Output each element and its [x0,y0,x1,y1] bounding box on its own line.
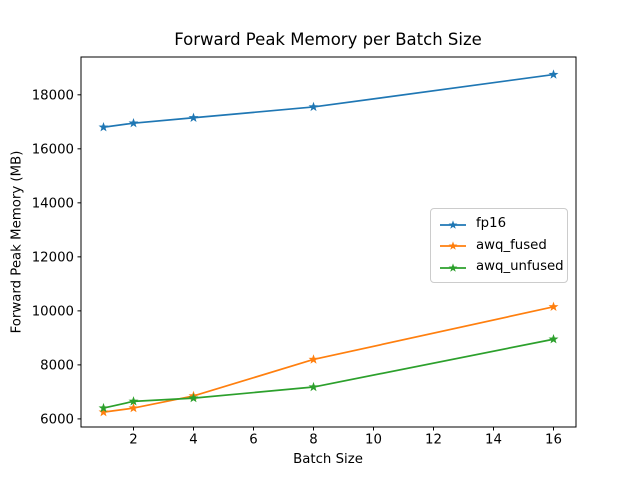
x-tick-label: 8 [309,433,317,448]
series-marker-awq_fused [128,402,139,413]
series-marker-awq_unfused [548,334,559,344]
legend-sample-fp16 [439,217,467,231]
series-marker-awq_unfused [98,402,109,413]
y-axis-label: Forward Peak Memory (MB) [9,150,25,334]
y-tick-label: 16000 [32,142,74,157]
legend-label-fp16: fp16 [476,216,507,232]
x-tick-label: 12 [425,433,442,448]
legend-line-icon [440,241,466,250]
y-tick-label: 6000 [40,412,74,427]
legend-line-icon [440,263,466,272]
legend-label-awq-unfused: awq_unfused [476,259,564,275]
x-tick-label: 4 [189,433,197,448]
y-tick-label: 14000 [32,196,74,211]
x-axis-label: Batch Size [293,452,363,467]
x-tick-label: 2 [129,433,137,448]
series-line-awq_fused [102,305,555,413]
series-marker-awq_unfused [188,392,199,403]
x-tick-label: 14 [485,433,502,448]
legend-line-icon [440,220,466,229]
series-marker-awq_unfused [128,396,139,406]
plot-frame [80,56,577,428]
series-marker-awq_fused [98,406,109,417]
legend-label-awq-fused: awq_fused [476,237,547,253]
series-marker-fp16 [308,101,319,112]
x-tick-label: 6 [249,433,257,448]
y-tick-label: 18000 [32,88,74,103]
legend-item-awq-fused: awq_fused [439,235,559,257]
series-marker-fp16 [98,122,109,132]
series-marker-fp16 [548,69,559,79]
legend-sample-awq-fused [439,238,467,252]
series-marker-awq_unfused [308,381,319,392]
series-marker-awq_fused [308,354,319,364]
series-marker-fp16 [128,117,139,128]
y-tick-label: 10000 [32,304,74,319]
x-tick-label: 16 [545,433,562,448]
legend: fp16 awq_fused awq_unfused [430,208,568,283]
series-marker-awq_fused [548,301,559,312]
series-line-fp16 [102,73,555,129]
legend-sample-awq-unfused [439,260,467,274]
series-line-awq_unfused [102,338,555,409]
series-marker-fp16 [188,112,199,122]
legend-item-awq-unfused: awq_unfused [439,256,564,278]
x-tick-label: 10 [365,433,382,448]
chart-title: Forward Peak Memory per Batch Size [174,30,482,49]
legend-item-fp16: fp16 [439,213,559,235]
y-tick-label: 8000 [40,358,74,373]
y-tick-label: 12000 [32,250,74,265]
